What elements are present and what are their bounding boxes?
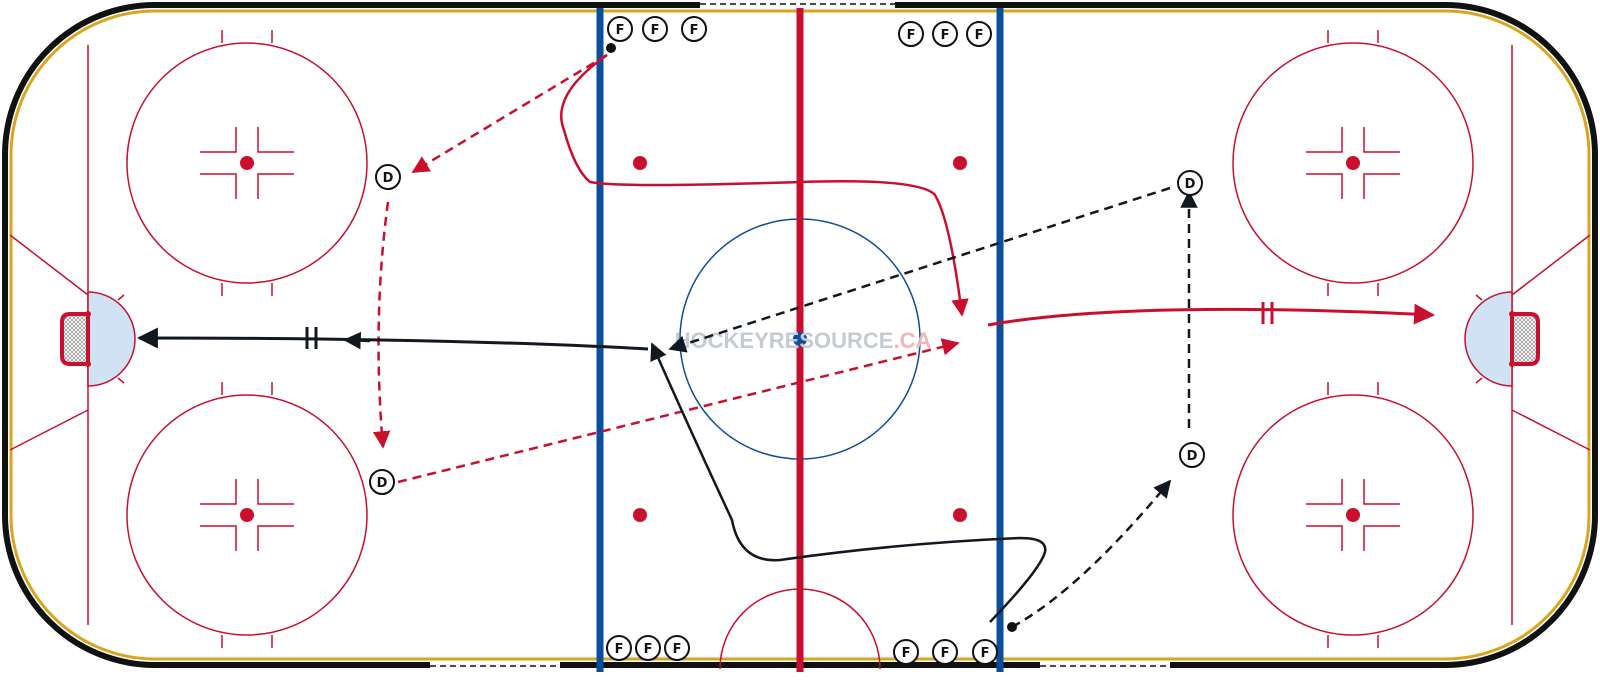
- skate-with-puck-red: [987, 303, 1436, 327]
- forward-player: F: [635, 635, 661, 661]
- forward-player: F: [607, 16, 633, 42]
- svg-text:F: F: [941, 28, 950, 43]
- forward-player: F: [932, 639, 958, 665]
- puck-top: [606, 43, 616, 53]
- crease-left: [87, 291, 136, 387]
- svg-text:F: F: [941, 646, 950, 661]
- puck-bottom: [1007, 622, 1017, 632]
- svg-text:D: D: [1187, 449, 1198, 464]
- pass-arrow-black-to-center: [668, 186, 1171, 353]
- forward-player: F: [932, 21, 958, 47]
- crease-right: [1464, 291, 1513, 387]
- goal-net-left: [60, 312, 90, 366]
- trapezoid-lines: [9, 234, 1591, 451]
- defense-player: D: [1179, 442, 1205, 468]
- skate-with-puck-black: [136, 327, 649, 351]
- center-faceoff-dot: [793, 332, 807, 346]
- svg-text:F: F: [902, 646, 911, 661]
- forward-player: F: [972, 639, 998, 665]
- defense-player: D: [375, 164, 401, 190]
- forward-player: F: [606, 635, 632, 661]
- faceoff-circle-top-right: [1232, 30, 1474, 296]
- forward-player: F: [898, 21, 924, 47]
- faceoff-circle-bottom-left: [126, 382, 368, 648]
- skate-path-red: [560, 53, 969, 317]
- skate-path-black: [650, 342, 1047, 623]
- goal-net-right: [1510, 312, 1540, 366]
- shot-marker-red: [1261, 302, 1274, 324]
- forward-player: F: [966, 21, 992, 47]
- forward-player: F: [664, 635, 690, 661]
- pass-arrow-black-from-bottom: [1011, 479, 1172, 629]
- svg-text:D: D: [377, 476, 388, 491]
- svg-text:D: D: [1185, 177, 1196, 192]
- forward-player: F: [681, 16, 707, 42]
- svg-text:F: F: [616, 23, 625, 38]
- svg-text:F: F: [651, 23, 660, 38]
- bench-doors: [430, 0, 1170, 670]
- defense-player: D: [1177, 170, 1203, 196]
- svg-text:F: F: [673, 642, 682, 657]
- pass-arrow-top-to-left-d: [411, 53, 608, 174]
- svg-text:D: D: [383, 171, 394, 186]
- defense-player: D: [369, 469, 395, 495]
- shot-marker-black: [305, 327, 318, 349]
- svg-text:F: F: [644, 642, 653, 657]
- forward-player: F: [642, 16, 668, 42]
- pass-arrow-d-to-d: [372, 201, 391, 449]
- svg-text:F: F: [981, 646, 990, 661]
- svg-text:F: F: [690, 23, 699, 38]
- faceoff-circle-top-left: [126, 30, 368, 296]
- pass-arrow-stretch: [397, 338, 960, 484]
- faceoff-circle-bottom-right: [1232, 382, 1474, 648]
- svg-text:F: F: [975, 28, 984, 43]
- svg-text:F: F: [907, 28, 916, 43]
- svg-text:F: F: [615, 642, 624, 657]
- neutral-zone-dots: [633, 156, 967, 522]
- forward-player: F: [893, 639, 919, 665]
- watermark: HOCKEYRESOURCE.CA: [675, 328, 932, 353]
